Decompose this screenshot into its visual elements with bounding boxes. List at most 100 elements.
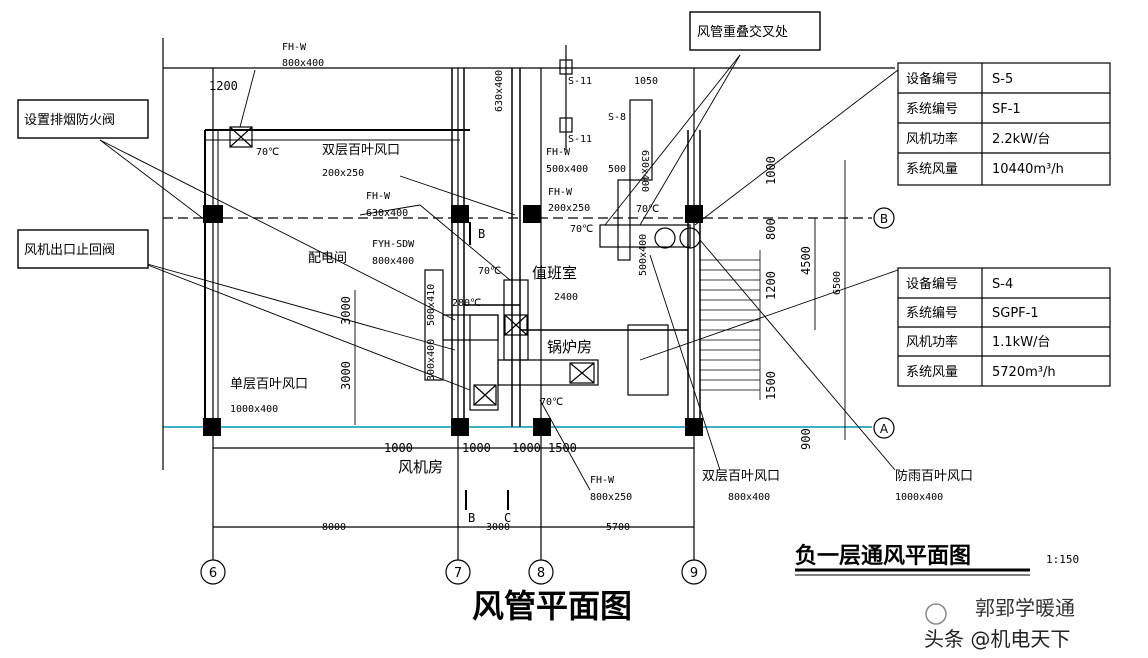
label-double-louver-bottom: 双层百叶风口 bbox=[702, 469, 780, 484]
label-s11a: S-11 bbox=[568, 76, 592, 87]
axis-label-7: 7 bbox=[454, 566, 462, 581]
s5-val-0: S-5 bbox=[992, 72, 1013, 87]
leader-fire-damper bbox=[99, 139, 456, 321]
duct-riser bbox=[503, 279, 529, 361]
column bbox=[203, 205, 223, 223]
dim-1000-a: 1000 bbox=[384, 441, 413, 455]
label-s8: S-8 bbox=[608, 112, 626, 123]
label-fan-room: 风机房 bbox=[398, 458, 443, 476]
temp-280: 280℃ bbox=[452, 298, 481, 309]
label-fyh-sdw: FYH-SDW bbox=[372, 239, 415, 250]
label-fh-w-mid2: FH-W bbox=[548, 187, 573, 198]
s4-val-0: S-4 bbox=[992, 277, 1013, 292]
label-double-louver-bottom-size: 800x400 bbox=[728, 492, 770, 503]
label-fh-w-bottom-size: 800x250 bbox=[590, 492, 632, 503]
temp-70-e: 70℃ bbox=[540, 397, 563, 408]
label-rain-louver-size: 1000x400 bbox=[895, 492, 943, 503]
watermark-brand: 郭郢学暖通 bbox=[975, 596, 1075, 620]
label-duct-500x410: 500x410 bbox=[426, 284, 437, 326]
column bbox=[203, 418, 221, 436]
label-fh-w-top-size: 800x400 bbox=[282, 58, 324, 69]
dim-900: 900 bbox=[799, 428, 813, 450]
column bbox=[523, 205, 541, 223]
s4-key-0: 设备编号 bbox=[906, 276, 958, 292]
watermark-text: 头条 @机电天下 bbox=[924, 627, 1070, 651]
axis-label-8: 8 bbox=[537, 566, 545, 581]
s5-key-0: 设备编号 bbox=[906, 71, 958, 87]
leader-fh-w-bottom bbox=[539, 399, 591, 491]
leader-s5 bbox=[694, 69, 899, 226]
duct-vertical-right bbox=[617, 179, 631, 261]
label-fh-w-bottom: FH-W bbox=[590, 475, 615, 486]
s4-key-2: 风机功率 bbox=[906, 334, 958, 350]
label-boiler-room: 锅炉房 bbox=[547, 338, 592, 356]
damper-fan-room bbox=[473, 384, 497, 406]
main-title: 风管平面图 bbox=[472, 587, 632, 625]
s4-val-1: SGPF-1 bbox=[992, 306, 1039, 321]
section-b-bottom: B bbox=[468, 511, 475, 525]
dim-500: 500 bbox=[608, 164, 626, 175]
dim-1000-c: 1000 bbox=[512, 441, 541, 455]
axis-label-B: B bbox=[880, 212, 888, 226]
s5-key-2: 风机功率 bbox=[906, 131, 958, 147]
dim-1200-top: 1200 bbox=[209, 79, 238, 93]
label-rain-louver: 防雨百叶风口 bbox=[895, 468, 973, 484]
label-fh-w-630-size: 630x400 bbox=[366, 208, 408, 219]
dim-3000-c: 3000 bbox=[486, 522, 510, 533]
axis-bubble-7 bbox=[445, 559, 471, 585]
dim-3000-a: 3000 bbox=[339, 296, 353, 325]
dim-3000-b: 3000 bbox=[339, 361, 353, 390]
label-double-louver-top-size: 200x250 bbox=[322, 168, 364, 179]
dim-8000: 8000 bbox=[322, 522, 346, 533]
label-duty-room: 值班室 bbox=[532, 264, 577, 282]
column bbox=[685, 205, 703, 223]
label-duct-500x400: 500x400 bbox=[638, 234, 649, 276]
s4-val-2: 1.1kW/台 bbox=[992, 335, 1050, 350]
temp-70-b: 70℃ bbox=[636, 204, 659, 215]
damper-top bbox=[229, 126, 253, 148]
label-fh-w-630: FH-W bbox=[366, 191, 391, 202]
label-duty-area: 2400 bbox=[554, 292, 578, 303]
leader-check-valve bbox=[139, 261, 471, 391]
label-fh-w-top: FH-W bbox=[282, 42, 307, 53]
dim-800: 800 bbox=[764, 218, 778, 240]
axis-label-6: 6 bbox=[209, 566, 217, 581]
dim-1000-b: 1000 bbox=[462, 441, 491, 455]
callout-fire-damper-box bbox=[17, 99, 149, 139]
axis-label-A: A bbox=[880, 422, 889, 436]
leader-double-louver bbox=[649, 254, 721, 471]
column bbox=[533, 418, 551, 436]
label-single-louver-size: 1000x400 bbox=[230, 404, 278, 415]
column bbox=[685, 418, 703, 436]
s4-val-3: 5720m³/h bbox=[992, 365, 1056, 380]
s5-key-1: 系统编号 bbox=[906, 102, 958, 117]
axis-label-9: 9 bbox=[690, 566, 698, 581]
axis-bubble-9 bbox=[681, 559, 707, 585]
dim-4500: 4500 bbox=[799, 246, 813, 275]
plan-title: 负一层通风平面图 bbox=[795, 544, 971, 569]
s4-key-3: 系统风量 bbox=[906, 365, 958, 380]
column bbox=[451, 418, 469, 436]
dim-1500-r: 1500 bbox=[764, 371, 778, 400]
axis-bubble-8 bbox=[528, 559, 554, 585]
s5-val-1: SF-1 bbox=[992, 102, 1021, 117]
s4-key-1: 系统编号 bbox=[906, 306, 958, 321]
label-duct-630x400: 630x400 bbox=[494, 70, 505, 112]
leader-rain-louver bbox=[699, 239, 896, 471]
fan-symbol-s5a bbox=[654, 227, 676, 249]
label-s11b: S-11 bbox=[568, 134, 592, 145]
callout-check-valve-box bbox=[17, 229, 149, 269]
label-duct-300x400: 300x400 bbox=[426, 339, 437, 381]
watermark: 郭郢学暖通 头条 @机电天下 bbox=[924, 596, 1075, 651]
duct-horizontal-right bbox=[599, 224, 691, 248]
axis-bubble-A bbox=[873, 417, 895, 439]
dim-1500: 1500 bbox=[548, 441, 577, 455]
section-c-bottom: C bbox=[504, 511, 511, 525]
section-b-top: B bbox=[478, 227, 485, 241]
label-single-louver: 单层百叶风口 bbox=[230, 377, 308, 392]
dim-1000-r: 1000 bbox=[764, 156, 778, 185]
callout-check-valve: 风机出口止回阀 bbox=[24, 243, 115, 258]
dim-1050: 1050 bbox=[634, 76, 658, 87]
label-fh-w-mid: FH-W bbox=[546, 147, 571, 158]
plan-scale: 1:150 bbox=[1046, 553, 1079, 566]
